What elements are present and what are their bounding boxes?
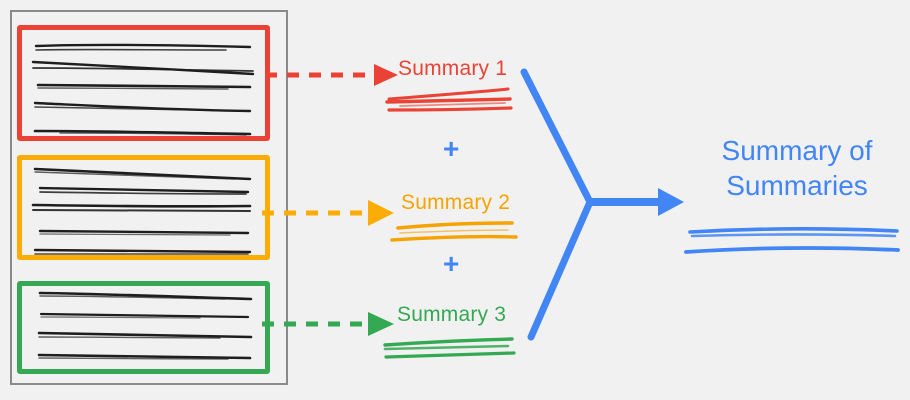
final-label-line-2: Summaries — [726, 170, 868, 202]
final-label-line-1: Summary of — [721, 135, 873, 166]
document-collection-frame — [10, 10, 288, 385]
plus-operator-1: + — [443, 133, 460, 164]
summary-3-underlines — [383, 337, 516, 359]
summary-of-summaries-underlines — [684, 227, 900, 254]
summary-1-underlines — [385, 87, 513, 112]
summary-2-label: Summary 2 — [401, 191, 511, 214]
merge-arrow-blue — [520, 68, 684, 341]
doc-orange-text-lines — [31, 167, 252, 255]
plus-operator-2: + — [443, 248, 460, 279]
summary-of-summaries-label: Summary of Summaries — [692, 133, 902, 204]
arrow-red-dashed — [265, 64, 398, 86]
arrow-green-dashed — [262, 312, 394, 336]
summary-1-label: Summary 1 — [398, 57, 508, 80]
document-box-orange[interactable] — [17, 155, 270, 260]
document-box-green[interactable] — [17, 281, 270, 374]
doc-red-text-lines — [31, 43, 255, 136]
summary-3-label: Summary 3 — [397, 303, 507, 326]
summary-2-underlines — [390, 221, 518, 242]
doc-green-text-lines — [37, 291, 253, 360]
arrow-orange-dashed — [262, 200, 394, 226]
document-box-red[interactable] — [17, 25, 270, 141]
